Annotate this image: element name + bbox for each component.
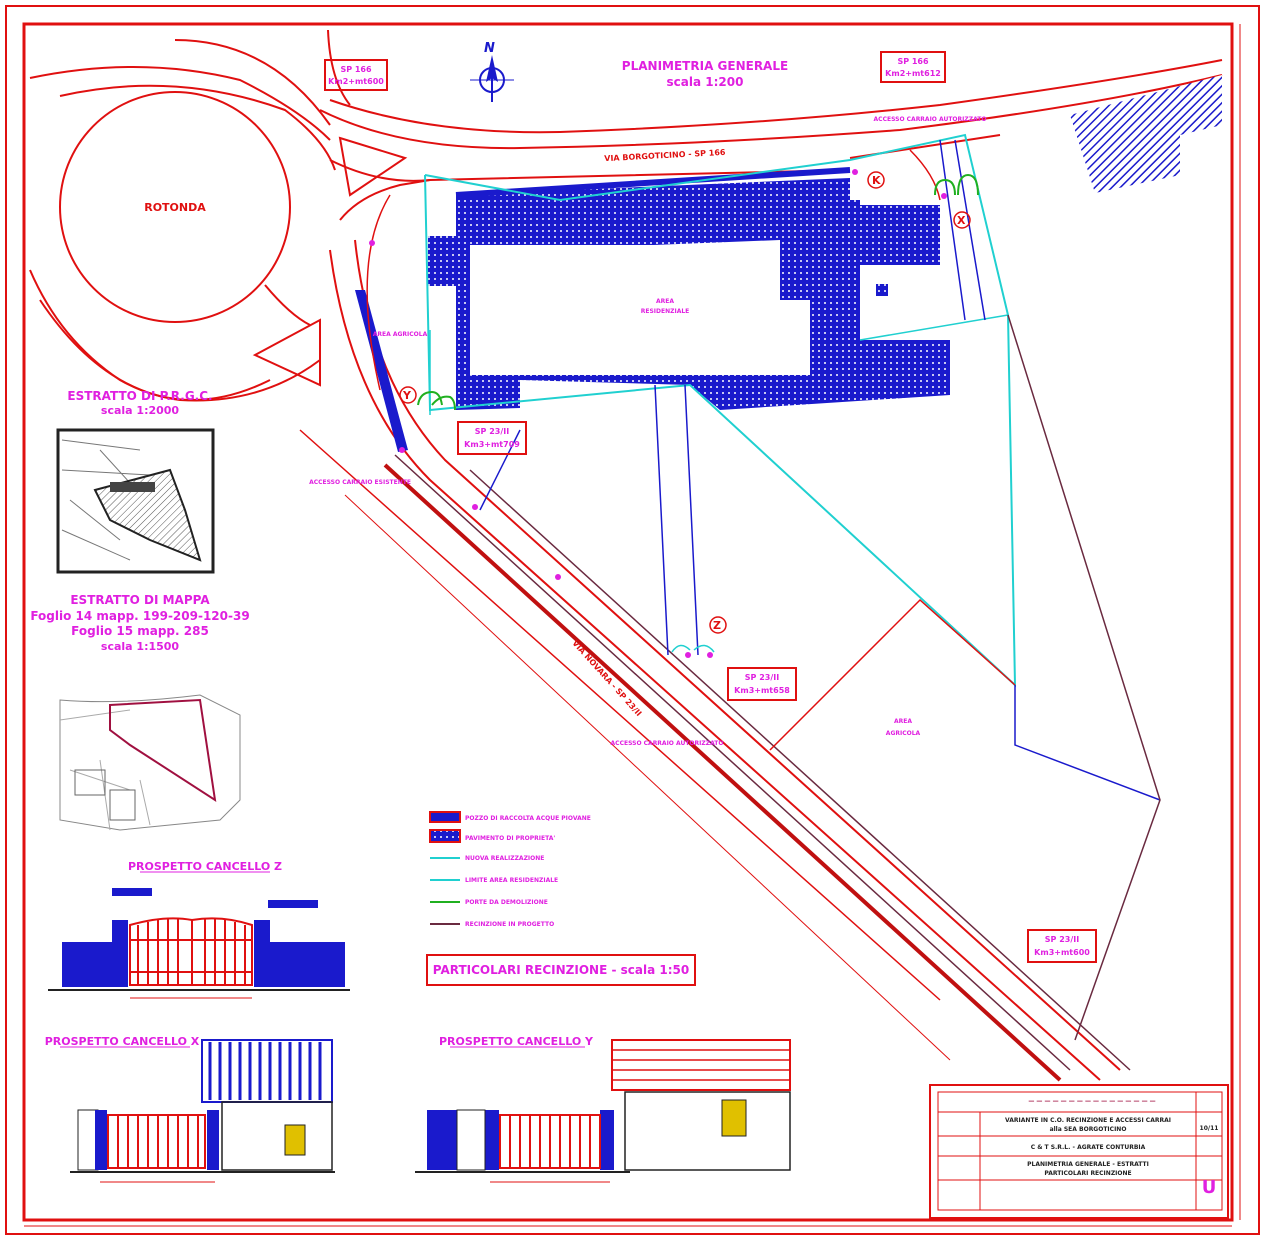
residential-hatch bbox=[355, 75, 1222, 452]
frame bbox=[5, 5, 1260, 1235]
via-borgoticino-label: VIA BORGOTICINO - SP 166 bbox=[604, 148, 726, 163]
svg-text:RESIDENZIALE: RESIDENZIALE bbox=[641, 308, 690, 315]
mappa-extract: ESTRATTO DI MAPPA Foglio 14 mapp. 199-20… bbox=[30, 593, 250, 831]
svg-text:LIMITE AREA RESIDENZIALE: LIMITE AREA RESIDENZIALE bbox=[465, 877, 558, 884]
cancello-x: PROSPETTO CANCELLO X bbox=[45, 1035, 335, 1183]
survey-points bbox=[369, 169, 947, 658]
cancello-z: PROSPETTO CANCELLO Z bbox=[48, 860, 350, 999]
svg-text:scala 1:1500: scala 1:1500 bbox=[101, 640, 180, 653]
svg-text:AREA: AREA bbox=[656, 298, 674, 305]
svg-text:10/11: 10/11 bbox=[1200, 1125, 1219, 1132]
svg-text:SP 23/II: SP 23/II bbox=[745, 673, 779, 682]
legend: POZZO DI RACCOLTA ACQUE PIOVANE PAVIMENT… bbox=[429, 811, 591, 928]
rotonda-label: ROTONDA bbox=[144, 201, 206, 214]
svg-text:NUOVA REALIZZAZIONE: NUOVA REALIZZAZIONE bbox=[465, 855, 544, 862]
svg-text:SP 166: SP 166 bbox=[897, 57, 929, 66]
plan-scale: scala 1:200 bbox=[667, 75, 744, 89]
svg-text:VARIANTE IN C.O. RECINZIONE E: VARIANTE IN C.O. RECINZIONE E ACCESSI CA… bbox=[1005, 1117, 1171, 1124]
road-sp166 bbox=[319, 59, 1223, 221]
sheet-letter: U bbox=[1202, 1177, 1217, 1198]
svg-text:ESTRATTO DI MAPPA: ESTRATTO DI MAPPA bbox=[70, 593, 210, 607]
title-block: — — — — — — — — — — — — — — — — VARIANTE… bbox=[929, 1084, 1229, 1219]
gate-markers bbox=[399, 171, 971, 634]
svg-text:AGRICOLA: AGRICOLA bbox=[886, 730, 921, 737]
road-markers: SP 166 Km2+mt600 SP 166 Km2+mt612 SP 23/… bbox=[324, 51, 1097, 963]
svg-text:Foglio 14 mapp. 199-209-120-39: Foglio 14 mapp. 199-209-120-39 bbox=[30, 609, 249, 623]
svg-text:PROSPETTO CANCELLO Z: PROSPETTO CANCELLO Z bbox=[128, 860, 282, 873]
svg-text:RECINZIONE IN PROGETTO: RECINZIONE IN PROGETTO bbox=[465, 921, 554, 928]
gate-k-label: K bbox=[872, 174, 881, 187]
svg-text:scala 1:2000: scala 1:2000 bbox=[101, 404, 180, 417]
svg-text:PARTICOLARI RECINZIONE: PARTICOLARI RECINZIONE bbox=[1044, 1170, 1131, 1177]
via-novara-label: VIA NOVARA - SP 23/II bbox=[570, 639, 643, 719]
svg-text:Km2+mt612: Km2+mt612 bbox=[885, 69, 941, 78]
north-arrow: N bbox=[470, 41, 514, 102]
svg-text:PAVIMENTO DI PROPRIETA': PAVIMENTO DI PROPRIETA' bbox=[465, 835, 555, 842]
svg-text:SP 166: SP 166 bbox=[340, 65, 372, 74]
svg-text:ESTRATTO DI P.R.G.C.: ESTRATTO DI P.R.G.C. bbox=[67, 389, 212, 403]
svg-text:— — — — — — — — — — — — — — —: — — — — — — — — — — — — — — — — bbox=[1028, 1098, 1155, 1105]
svg-text:AREA: AREA bbox=[894, 718, 912, 725]
svg-text:Foglio 15 mapp. 285: Foglio 15 mapp. 285 bbox=[71, 624, 209, 638]
svg-text:SP 23/II: SP 23/II bbox=[1045, 935, 1079, 944]
svg-text:PROSPETTO CANCELLO X: PROSPETTO CANCELLO X bbox=[45, 1035, 200, 1048]
particolari-box: PARTICOLARI RECINZIONE - scala 1:50 bbox=[426, 954, 696, 986]
svg-text:N: N bbox=[484, 41, 495, 56]
road-sp23 bbox=[299, 239, 1131, 1082]
gates-demolition bbox=[417, 173, 979, 411]
gate-z-label: Z bbox=[713, 619, 721, 632]
svg-text:PARTICOLARI RECINZIONE - scala: PARTICOLARI RECINZIONE - scala 1:50 bbox=[433, 963, 689, 977]
svg-text:Km3+mt658: Km3+mt658 bbox=[734, 686, 790, 695]
svg-text:SP 23/II: SP 23/II bbox=[475, 427, 509, 436]
svg-text:AREA AGRICOLA: AREA AGRICOLA bbox=[373, 331, 428, 338]
gate-x-label: X bbox=[957, 214, 966, 227]
svg-text:PLANIMETRIA GENERALE - ESTRATT: PLANIMETRIA GENERALE - ESTRATTI bbox=[1027, 1161, 1149, 1168]
svg-text:POZZO DI RACCOLTA ACQUE PIOVAN: POZZO DI RACCOLTA ACQUE PIOVANE bbox=[465, 815, 591, 822]
svg-text:alla SEA BORGOTICINO: alla SEA BORGOTICINO bbox=[1050, 1126, 1127, 1133]
svg-text:C & T S.R.L. - AGRATE CONTURBI: C & T S.R.L. - AGRATE CONTURBIA bbox=[1031, 1144, 1146, 1151]
svg-text:PROSPETTO CANCELLO Y: PROSPETTO CANCELLO Y bbox=[439, 1035, 594, 1048]
plan-title: PLANIMETRIA GENERALE bbox=[622, 59, 788, 73]
prgc-extract: ESTRATTO DI P.R.G.C. scala 1:2000 bbox=[56, 389, 215, 574]
svg-text:PORTE DA DEMOLIZIONE: PORTE DA DEMOLIZIONE bbox=[465, 899, 548, 906]
gate-z-arcs bbox=[671, 644, 715, 653]
svg-text:Km3+mt709: Km3+mt709 bbox=[464, 440, 520, 449]
svg-text:Km2+mt600: Km2+mt600 bbox=[328, 77, 384, 86]
gate-y-label: Y bbox=[402, 389, 412, 402]
svg-text:ACCESSO CARRAIO AUTORIZZATO: ACCESSO CARRAIO AUTORIZZATO bbox=[874, 116, 987, 123]
svg-text:ACCESSO CARRAIO ESISTENTE: ACCESSO CARRAIO ESISTENTE bbox=[309, 479, 411, 486]
cancello-y: PROSPETTO CANCELLO Y bbox=[415, 1035, 791, 1183]
boundaries bbox=[366, 133, 1161, 1041]
svg-text:ACCESSO CARRAIO AUTORIZZATO: ACCESSO CARRAIO AUTORIZZATO bbox=[611, 740, 724, 747]
svg-text:Km3+mt600: Km3+mt600 bbox=[1034, 948, 1090, 957]
